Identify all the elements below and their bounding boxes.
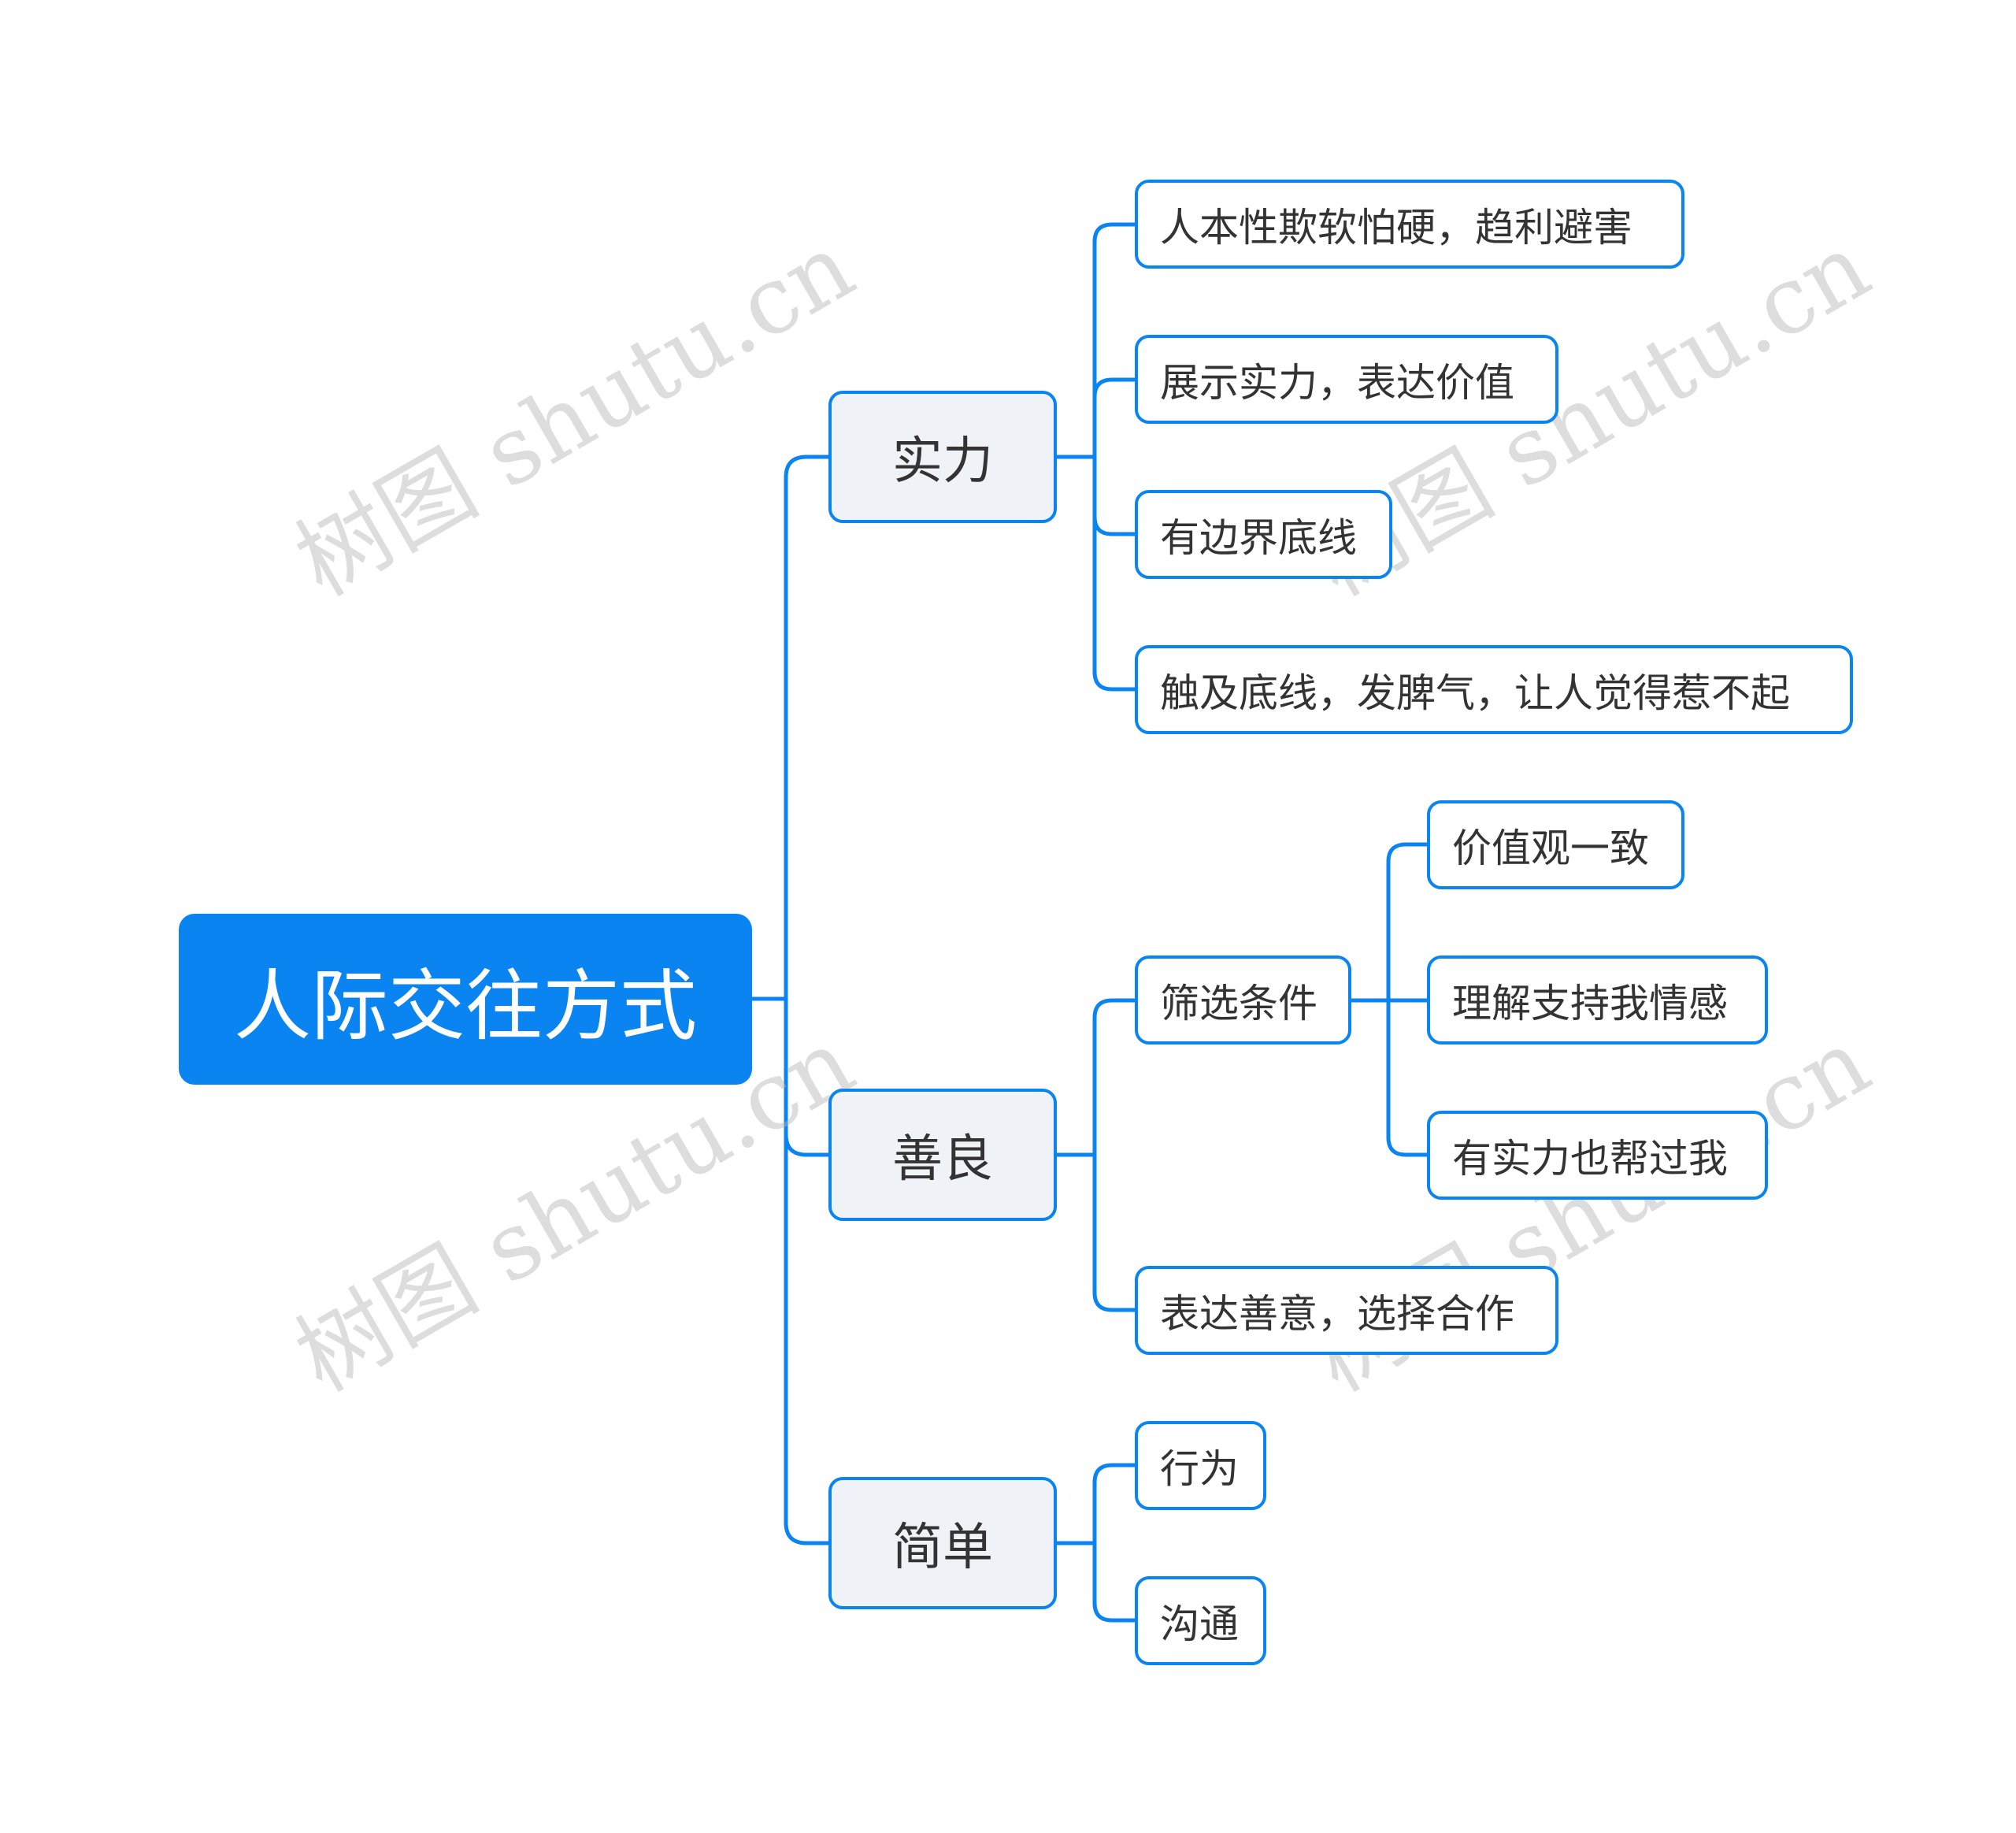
root-node[interactable]: 人际交往方式 — [179, 914, 752, 1085]
leaf-node[interactable]: 有边界底线 — [1135, 490, 1392, 579]
leaf-node[interactable]: 沟通 — [1135, 1576, 1266, 1665]
leaf-node[interactable]: 触及底线，发脾气，让人觉得惹不起 — [1135, 645, 1853, 734]
leaf-node[interactable]: 价值观一致 — [1427, 800, 1684, 889]
connector-line — [1092, 1541, 1137, 1623]
connector-line — [1092, 377, 1137, 459]
connector-line — [1092, 1152, 1137, 1312]
leaf-node[interactable]: 人本性欺软怕硬，趋利避害 — [1135, 180, 1684, 269]
connector-line — [1092, 222, 1137, 459]
leaf-node[interactable]: 展示实力，表达价值 — [1135, 335, 1558, 424]
leaf-node[interactable]: 有实力也帮过我 — [1427, 1111, 1768, 1200]
connector-line — [1092, 1463, 1137, 1545]
leaf-node[interactable]: 行为 — [1135, 1421, 1266, 1510]
branch-node-kindness[interactable]: 善良 — [828, 1089, 1057, 1221]
connector-line — [784, 455, 831, 1001]
connector-line — [784, 996, 831, 1157]
connector-line — [1092, 455, 1137, 536]
connector-line — [1092, 455, 1137, 692]
branch-node-simple[interactable]: 简单 — [828, 1477, 1057, 1609]
branch-node-strength[interactable]: 实力 — [828, 391, 1057, 523]
subtopic-node-filter[interactable]: 筛选条件 — [1135, 955, 1351, 1045]
connector-line — [1386, 842, 1429, 1003]
connector-line — [784, 996, 831, 1545]
leaf-node[interactable]: 表达善意，选择合作 — [1135, 1266, 1558, 1355]
connector-line — [1386, 998, 1429, 1157]
leaf-node[interactable]: 理解支持我情感 — [1427, 955, 1768, 1045]
connector-line — [1092, 998, 1137, 1157]
